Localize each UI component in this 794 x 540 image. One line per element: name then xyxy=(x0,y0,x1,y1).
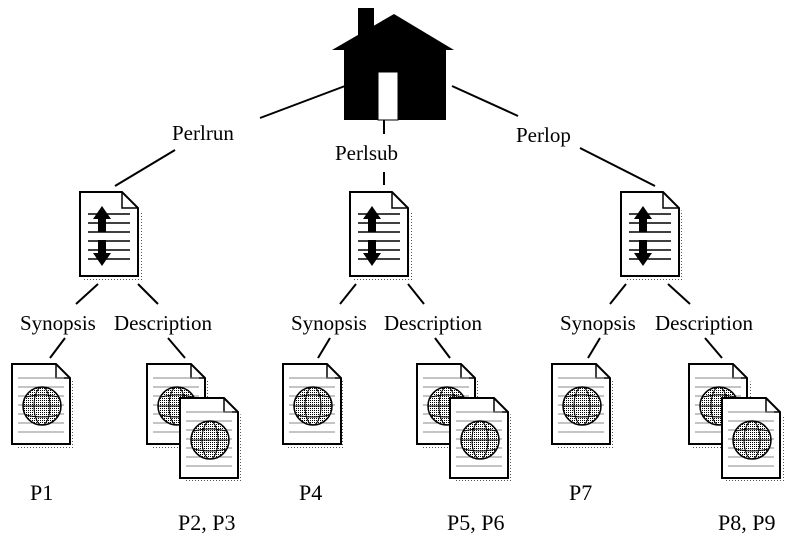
page-globe-icon xyxy=(179,397,242,482)
house-icon xyxy=(332,8,454,121)
page-label-p2-p3: P2, P3 xyxy=(178,510,235,535)
document-arrows-icon xyxy=(620,191,683,280)
section-label-description-perlrun: Description xyxy=(114,311,212,335)
edge-doc3-description xyxy=(667,283,691,305)
edge-description2-page xyxy=(434,337,451,359)
page-label-p1: P1 xyxy=(30,480,53,505)
page-globe-icon xyxy=(449,397,512,482)
edge-doc1-description xyxy=(137,283,159,305)
page-globe-icon xyxy=(721,397,784,482)
section-label-description-perlop: Description xyxy=(655,311,753,335)
branch-label-perlop: Perlop xyxy=(516,123,571,147)
edge-doc3-synopsis xyxy=(609,283,627,305)
edge-root-perlop xyxy=(451,85,519,117)
edge-perlop-doc xyxy=(579,147,656,187)
edge-synopsis3-page xyxy=(587,337,601,359)
page-globe-icon xyxy=(282,363,345,448)
document-arrows-icon xyxy=(79,191,142,280)
page-label-p8-p9: P8, P9 xyxy=(718,510,775,535)
page-label-p7: P7 xyxy=(569,480,592,505)
section-label-synopsis-perlsub: Synopsis xyxy=(291,311,367,335)
edge-perlrun-doc xyxy=(114,149,176,187)
edge-description3-page xyxy=(704,337,723,359)
page-globe-icon xyxy=(11,363,74,448)
page-label-p4: P4 xyxy=(299,480,322,505)
edge-description1-page xyxy=(167,337,186,359)
edge-doc2-description xyxy=(407,283,425,305)
section-label-description-perlsub: Description xyxy=(384,311,482,335)
section-label-synopsis-perlop: Synopsis xyxy=(560,311,636,335)
edge-synopsis1-page xyxy=(49,337,66,359)
section-label-synopsis-perlrun: Synopsis xyxy=(20,311,96,335)
edge-doc2-synopsis xyxy=(339,283,357,305)
page-globe-icon xyxy=(551,363,614,448)
connector-lines xyxy=(49,85,723,359)
edge-root-perlrun xyxy=(259,85,346,119)
branch-label-perlsub: Perlsub xyxy=(335,141,398,165)
edge-synopsis2-page xyxy=(317,337,331,359)
branch-label-perlrun: Perlrun xyxy=(172,121,234,145)
edge-doc1-synopsis xyxy=(75,283,99,305)
document-arrows-icon xyxy=(349,191,412,280)
page-label-p5-p6: P5, P6 xyxy=(447,510,504,535)
